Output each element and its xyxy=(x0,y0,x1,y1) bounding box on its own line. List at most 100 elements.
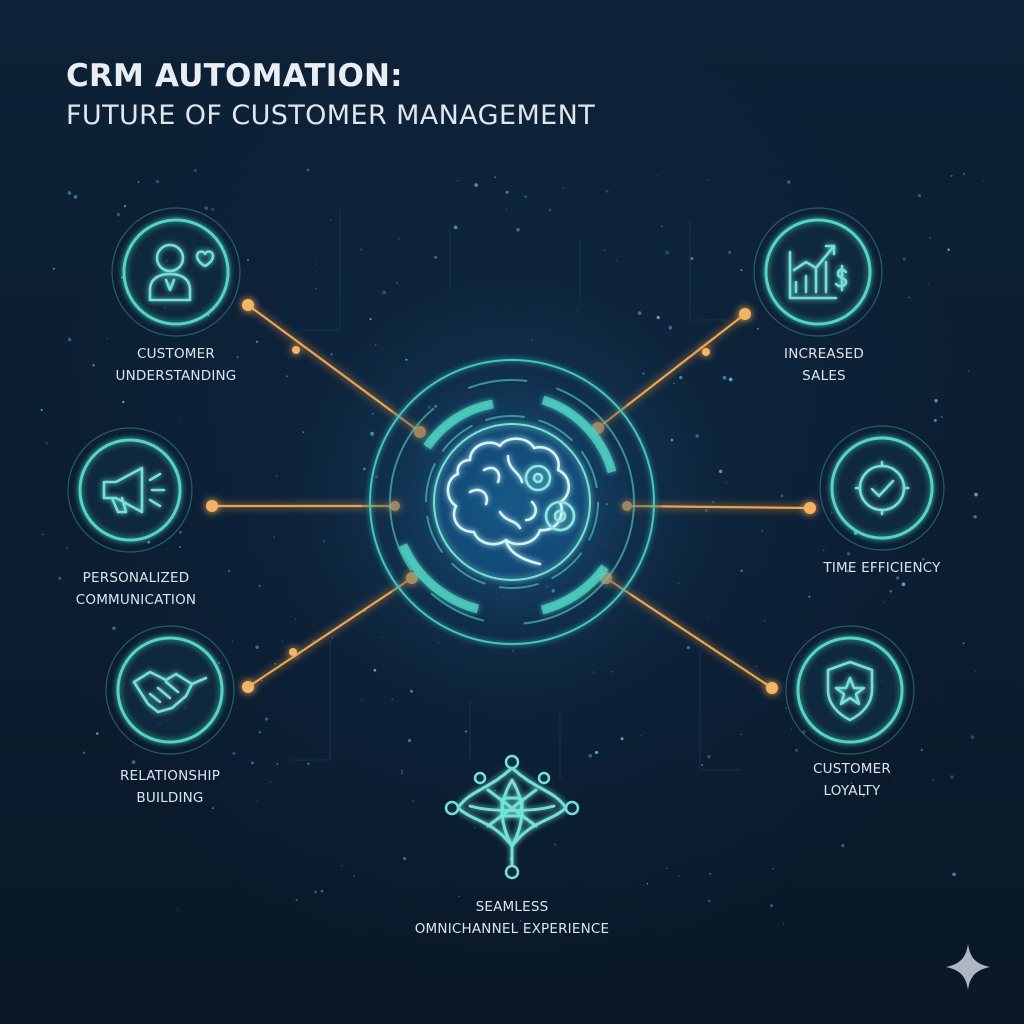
particle xyxy=(193,169,197,173)
particle xyxy=(473,827,476,829)
particle xyxy=(686,646,690,650)
particle xyxy=(314,287,317,290)
connector-customer-loyalty xyxy=(605,577,773,689)
particle xyxy=(588,754,593,758)
particle xyxy=(40,408,43,412)
particle xyxy=(45,442,48,445)
particle xyxy=(265,717,269,721)
particle xyxy=(862,794,865,797)
particle xyxy=(359,248,363,252)
particle xyxy=(666,867,668,870)
label-increased-sales: INCREASED SALES xyxy=(784,346,864,384)
particle xyxy=(740,569,743,572)
clock-check-icon xyxy=(854,460,910,516)
particle xyxy=(437,642,440,644)
particle xyxy=(371,435,373,437)
particle xyxy=(740,269,743,272)
omnichannel-nodes xyxy=(444,754,580,880)
omnichannel-network-icon xyxy=(456,766,568,870)
ring-customer-loyalty xyxy=(796,636,904,744)
particle xyxy=(756,327,759,330)
particle xyxy=(258,731,261,734)
particle xyxy=(330,219,332,221)
particle xyxy=(204,206,209,210)
particle xyxy=(302,431,305,434)
particle xyxy=(295,898,298,902)
particle xyxy=(401,770,403,772)
particle xyxy=(372,413,374,415)
particle xyxy=(397,237,401,240)
particle xyxy=(673,382,676,385)
particle xyxy=(950,174,953,178)
particle xyxy=(405,358,408,361)
particle xyxy=(970,735,975,739)
particle xyxy=(615,259,618,262)
particle xyxy=(679,375,683,380)
particle xyxy=(331,637,334,639)
particle xyxy=(320,889,324,893)
particle xyxy=(227,569,230,573)
connector-customer-understanding xyxy=(247,304,421,433)
particle xyxy=(934,398,938,403)
particle xyxy=(117,221,120,223)
particle xyxy=(784,706,787,709)
particle xyxy=(66,546,69,549)
ring-customer-understanding xyxy=(122,218,230,326)
particle xyxy=(763,620,766,622)
particle xyxy=(370,431,374,436)
particle xyxy=(933,418,937,422)
particle xyxy=(889,589,893,593)
particle xyxy=(740,733,742,736)
particle xyxy=(656,315,660,320)
particle xyxy=(155,179,160,184)
page-subtitle: FUTURE OF CUSTOMER MANAGEMENT xyxy=(66,100,596,131)
particle xyxy=(67,337,72,342)
particle xyxy=(123,205,127,208)
particle xyxy=(456,179,459,182)
label-seamless-omnichannel: SEAMLESS OMNICHANNEL EXPERIENCE xyxy=(414,899,610,937)
particle xyxy=(670,438,674,442)
particle xyxy=(396,281,399,285)
particle xyxy=(895,576,900,580)
connector-lines xyxy=(212,304,811,689)
particle xyxy=(369,317,372,321)
particle xyxy=(360,698,362,700)
particle xyxy=(554,843,557,846)
customer-heart-icon xyxy=(148,243,215,302)
particle xyxy=(657,175,659,177)
particle xyxy=(901,582,906,587)
handshake-icon xyxy=(132,670,208,714)
particle xyxy=(465,730,468,733)
particle xyxy=(374,344,377,346)
particle xyxy=(322,540,325,543)
particle xyxy=(704,508,709,512)
page-title: CRM AUTOMATION: xyxy=(66,58,403,94)
particle xyxy=(592,671,595,674)
particle xyxy=(307,762,310,766)
connector-relationship-building xyxy=(247,577,413,688)
particle xyxy=(453,225,458,230)
particle xyxy=(921,557,925,561)
particle xyxy=(950,775,954,779)
particle xyxy=(532,908,535,910)
particle xyxy=(780,494,784,498)
particle xyxy=(116,212,121,217)
particle xyxy=(178,546,181,548)
particle xyxy=(640,734,642,737)
particle xyxy=(269,781,271,783)
particle xyxy=(690,256,694,261)
particle xyxy=(274,663,276,665)
particle xyxy=(217,662,220,665)
particle xyxy=(330,353,333,356)
particle xyxy=(505,208,508,211)
particle xyxy=(352,875,355,878)
particle xyxy=(381,636,384,638)
particle xyxy=(576,310,578,312)
particle xyxy=(782,922,785,925)
particle xyxy=(174,353,177,356)
particle xyxy=(962,642,965,645)
particle xyxy=(258,584,261,587)
particle xyxy=(722,376,727,380)
particle xyxy=(982,180,984,182)
particle xyxy=(412,800,415,802)
